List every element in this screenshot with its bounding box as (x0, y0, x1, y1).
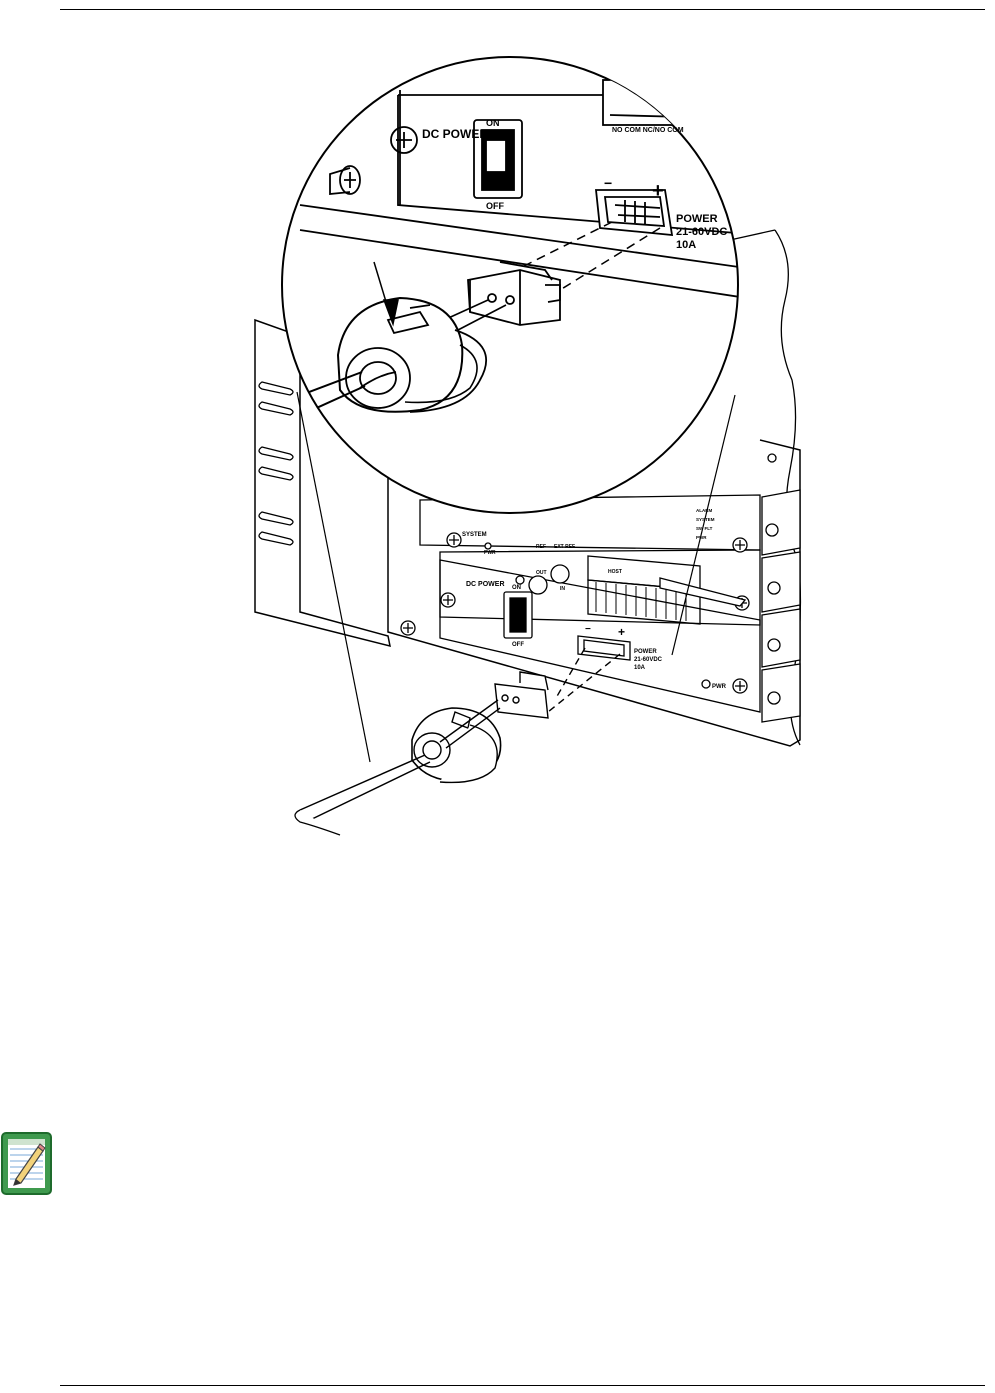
lower-out-label: OUT (536, 570, 547, 576)
zoom-power-label-3: 10A (676, 239, 696, 251)
zoom-power-label-2: 21-60VDC (676, 226, 727, 238)
lower-pwr-label: PWR (712, 684, 727, 690)
zoom-plus-label: + (652, 180, 664, 202)
lower-power-label-3: 10A (634, 665, 646, 671)
lower-ref-label: REF (536, 544, 546, 550)
zoom-power-label-1: POWER (676, 213, 718, 225)
lower-system-pwr-label: PWR (484, 550, 496, 556)
zoom-relay-labels: NO COM NC/NO COM (612, 127, 684, 134)
lower-led-alarm-label: ALARM (696, 508, 712, 513)
zoom-dc-power-label: DC POWER (422, 127, 488, 141)
lower-on-label: ON (512, 585, 521, 591)
lower-power-label-1: POWER (634, 649, 657, 655)
zoom-off-label: OFF (486, 201, 504, 211)
lower-minus-label: − (585, 624, 591, 635)
zoom-callout: DC POWER ON OFF − + POWER 21-60VDC 10A N… (280, 57, 760, 513)
zoom-on-label: ON (486, 118, 500, 128)
footer-rule (60, 1385, 985, 1386)
note-pencil-icon (0, 1131, 53, 1196)
lower-in-label: IN (560, 586, 565, 592)
lower-power-label-2: 21-60VDC (634, 657, 663, 663)
lower-dc-power-label: DC POWER (466, 581, 505, 588)
lower-host-label: HOST (608, 569, 622, 575)
lower-led-swflt-label: SW FLT (696, 526, 713, 531)
lower-off-label: OFF (512, 642, 524, 648)
lower-system-label: SYSTEM (462, 532, 487, 538)
lower-ext-ref-label: EXT REF (554, 544, 575, 550)
lower-plus-label: + (618, 625, 625, 639)
zoom-minus-label: − (604, 175, 612, 191)
lower-led-pwr-label: PWR (696, 535, 707, 540)
